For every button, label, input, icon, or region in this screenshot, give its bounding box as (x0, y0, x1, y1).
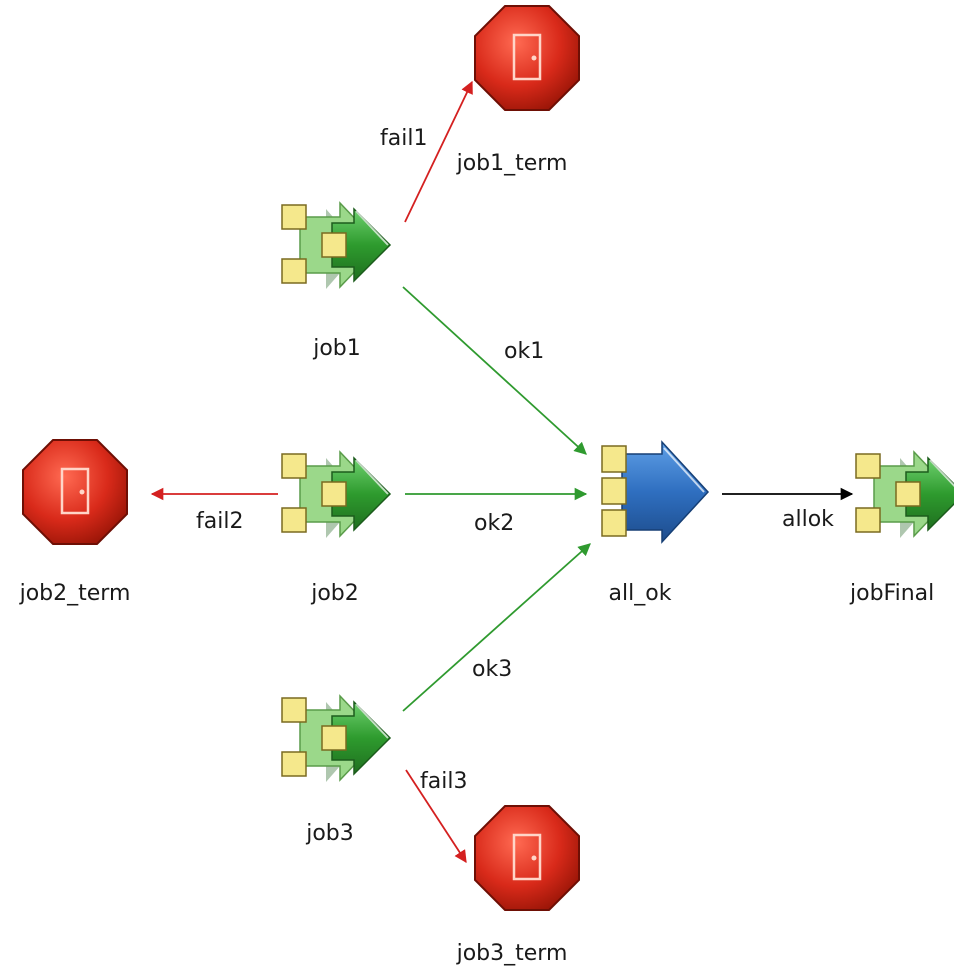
node-label-job1-term: job1_term (456, 151, 568, 176)
node-label-job2: job2 (310, 581, 359, 606)
node-job1-term[interactable]: job1_term (456, 4, 581, 176)
node-label-job2-term: job2_term (19, 581, 131, 606)
edge-label-fail1: fail1 (380, 126, 427, 151)
edge-fail1[interactable]: fail1 (380, 80, 473, 223)
edge-ok1[interactable]: ok1 (402, 286, 587, 455)
job-icon (855, 451, 954, 539)
node-job3[interactable]: job3 (281, 695, 391, 846)
node-label-all-ok: all_ok (609, 581, 672, 606)
node-label-job-final: jobFinal (849, 581, 934, 606)
node-all-ok[interactable]: all_ok (601, 441, 709, 606)
stop-sign-icon (473, 4, 581, 112)
node-job-final[interactable]: jobFinal (849, 451, 954, 606)
node-label-job1: job1 (312, 336, 361, 361)
edge-label-allok: allok (782, 507, 834, 532)
node-job3-term[interactable]: job3_term (456, 804, 581, 966)
edge-label-ok2: ok2 (474, 511, 514, 536)
edge-label-fail3: fail3 (420, 769, 467, 794)
node-job2-term[interactable]: job2_term (19, 438, 131, 606)
edge-ok3[interactable]: ok3 (402, 543, 591, 712)
edge-label-fail2: fail2 (196, 509, 243, 534)
node-label-job3: job3 (305, 821, 354, 846)
node-label-job3-term: job3_term (456, 941, 568, 966)
edge-fail2[interactable]: fail2 (150, 487, 278, 534)
edge-allok[interactable]: allok (722, 487, 854, 532)
edge-label-ok3: ok3 (472, 657, 512, 682)
job-icon (281, 451, 391, 539)
node-job1[interactable]: job1 (281, 202, 391, 361)
stop-sign-icon (21, 438, 129, 546)
stop-sign-icon (473, 804, 581, 912)
job-icon (281, 695, 391, 783)
edge-fail3[interactable]: fail3 (405, 769, 467, 864)
job-icon (281, 202, 391, 290)
edge-ok2[interactable]: ok2 (405, 487, 588, 536)
join-icon (601, 441, 709, 543)
node-job2[interactable]: job2 (281, 451, 391, 606)
edge-label-ok1: ok1 (504, 339, 544, 364)
